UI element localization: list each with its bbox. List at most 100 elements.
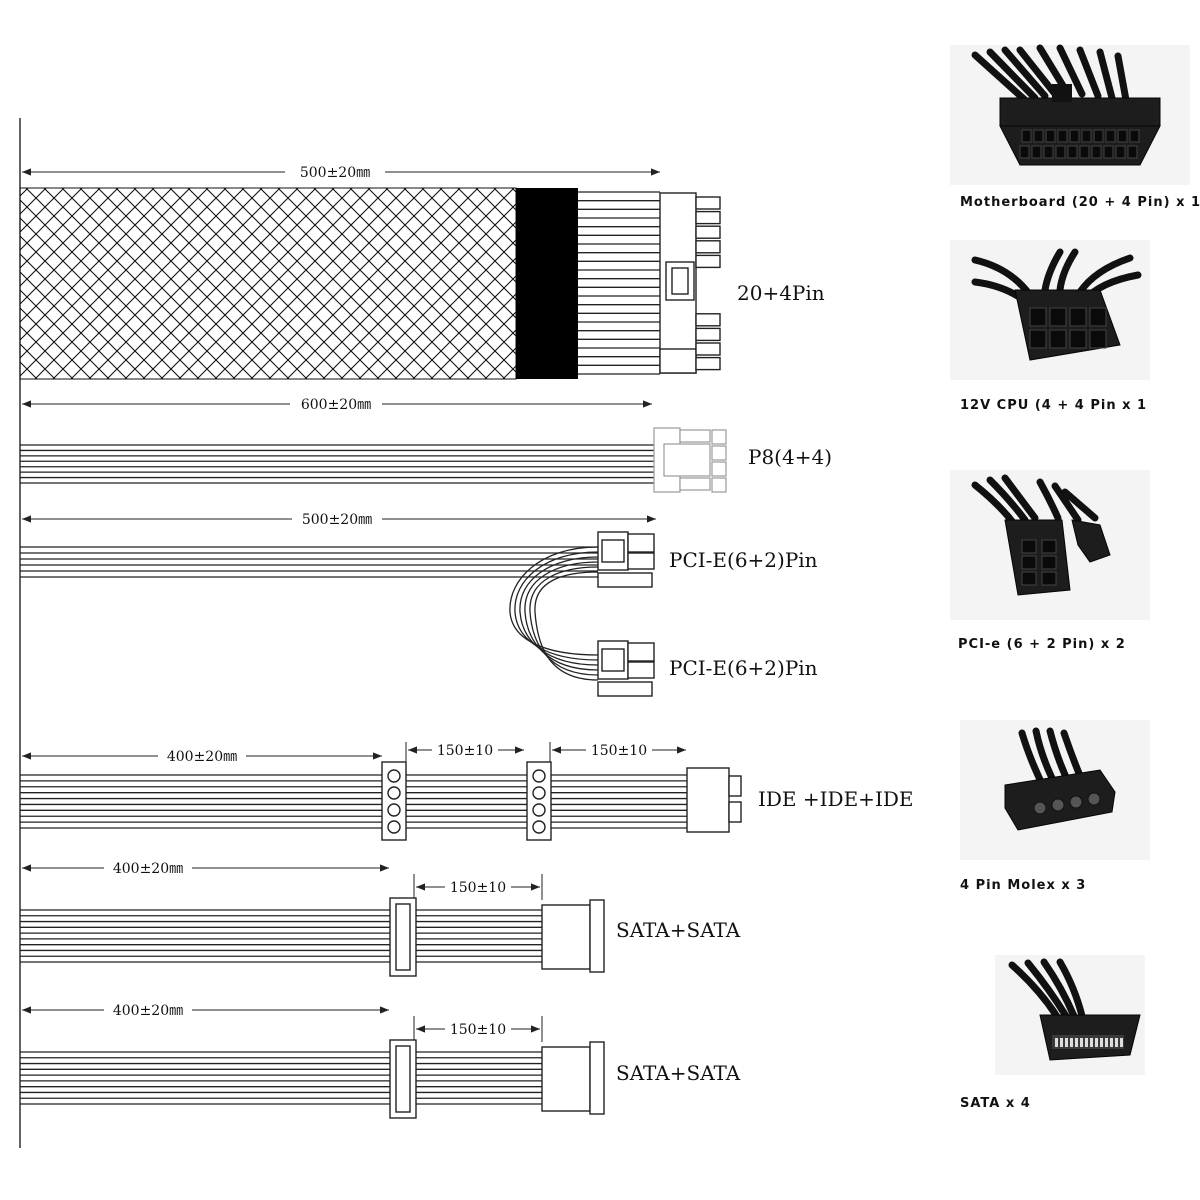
photo-caption: SATA x 4 [960, 1096, 1031, 1111]
photo-pin [1070, 1038, 1073, 1047]
heat-shrink [516, 188, 578, 379]
photo-pin [1093, 129, 1104, 143]
photo-pin [1095, 1038, 1098, 1047]
cable-sata-2: 400±20㎜ 150±10 SATA+SATA [20, 1001, 741, 1119]
length-label: 400±20㎜ [167, 749, 237, 765]
branch-wire [519, 556, 599, 666]
atx-24pin-connector-icon [950, 44, 1190, 185]
connector-label-top: PCI-E(6+2)Pin [669, 548, 818, 572]
length-label: 500±20㎜ [300, 165, 370, 181]
cable-molex: 400±20㎜ 150±10 150±10 IDE +IDE+IDE [20, 741, 913, 841]
molex-pin [387, 769, 401, 783]
molex-pin [532, 769, 546, 783]
photo-pin [1055, 145, 1066, 159]
molex-connector-icon [960, 720, 1150, 860]
photo-pin [1120, 1038, 1123, 1047]
pcie-connector-bottom [597, 640, 655, 697]
photo-pin [1029, 307, 1047, 327]
connector-pin [695, 240, 721, 254]
photo-pin [1079, 145, 1090, 159]
cable-sata-1: 400±20㎜ 150±10 SATA+SATA [20, 859, 741, 977]
braided-sleeve [19, 187, 517, 380]
photo-pin [1019, 145, 1030, 159]
photo-pin [1033, 129, 1044, 143]
cable-pcie: 500±20㎜ PCI-E(6+2)Pin PCI-E(6+2)Pin [20, 510, 818, 697]
molex-pin [387, 803, 401, 817]
photo-pin [1091, 145, 1102, 159]
photo-pin [1021, 555, 1037, 570]
sata-end-connector [541, 1041, 605, 1115]
sata-connector-icon [995, 955, 1145, 1075]
molex-pin [532, 803, 546, 817]
connector-pin [695, 327, 721, 342]
photo-pin [1055, 1038, 1058, 1047]
connector-pin [695, 196, 721, 210]
segment-label: 150±10 [450, 880, 506, 896]
photo-pin [1031, 145, 1042, 159]
connector-pin [695, 356, 721, 371]
molex-pin [387, 820, 401, 834]
molex-end-connector [686, 767, 742, 833]
sata-mid-connector [389, 1039, 417, 1119]
photo-pin [1103, 145, 1114, 159]
segment-label: 150±10 [450, 1022, 506, 1038]
photo-pin [1049, 307, 1067, 327]
photo-pin [1105, 1038, 1108, 1047]
photo-pin [1075, 1038, 1078, 1047]
photo-caption: 12V CPU (4 + 4 Pin x 1 [960, 398, 1147, 413]
connector-label: SATA+SATA [616, 1061, 741, 1085]
cable-cpu-8pin: 600±20㎜ P8(4+4) [20, 395, 832, 493]
photo-pin [1057, 129, 1068, 143]
photo-pin [1089, 307, 1107, 327]
photo-pin [1090, 1038, 1093, 1047]
connector-label: P8(4+4) [748, 445, 832, 469]
branch-wire [524, 561, 599, 671]
molex-pin [532, 786, 546, 800]
connector-pin [695, 210, 721, 225]
branch-wire [529, 566, 599, 676]
photo-pin [1081, 129, 1092, 143]
photo-pin [1051, 798, 1065, 812]
photo-pin [1043, 145, 1054, 159]
photo-pin [1127, 145, 1138, 159]
sata-mid-connector [389, 897, 417, 977]
photo-pin [1129, 129, 1140, 143]
connector-label: 20+4Pin [737, 281, 825, 305]
photo-pin [1041, 539, 1057, 554]
molex-pin [532, 820, 546, 834]
connector-pin [695, 342, 721, 356]
photo-caption: Motherboard (20 + 4 Pin) x 1 [960, 195, 1200, 210]
photo-caption: 4 Pin Molex x 3 [960, 878, 1086, 893]
photo-pin [1065, 1038, 1068, 1047]
photo-pin [1045, 129, 1056, 143]
photo-pin [1060, 1038, 1063, 1047]
photo-pin [1029, 329, 1047, 349]
segment-label: 150±10 [591, 743, 647, 759]
connector-pin [695, 313, 721, 327]
photo-pin [1067, 145, 1078, 159]
photo-pin [1069, 795, 1083, 809]
connector-label-bottom: PCI-E(6+2)Pin [669, 656, 818, 680]
atx-24pin-connector [659, 192, 721, 374]
branch-wire [514, 551, 599, 661]
length-label: 400±20㎜ [113, 1003, 183, 1019]
connector-pin [695, 254, 721, 269]
length-label: 500±20㎜ [302, 512, 372, 528]
photo-pin [1100, 1038, 1103, 1047]
connector-pin [695, 225, 721, 239]
photo-pin [1049, 329, 1067, 349]
photo-pin [1115, 1038, 1118, 1047]
branch-wire [534, 571, 599, 681]
photo-pin [1021, 539, 1037, 554]
photo-caption: PCI-e (6 + 2 Pin) x 2 [958, 637, 1126, 652]
photo-pin [1087, 792, 1101, 806]
connector-label: SATA+SATA [616, 918, 741, 942]
photo-pin [1069, 307, 1087, 327]
pcie-connector-top [597, 531, 655, 588]
cpu-8pin-connector-icon [950, 240, 1150, 380]
photo-pin [1115, 145, 1126, 159]
segment-label: 150±10 [437, 743, 493, 759]
branch-wire [509, 546, 599, 656]
photo-pin [1069, 329, 1087, 349]
photo-pin [1089, 329, 1107, 349]
